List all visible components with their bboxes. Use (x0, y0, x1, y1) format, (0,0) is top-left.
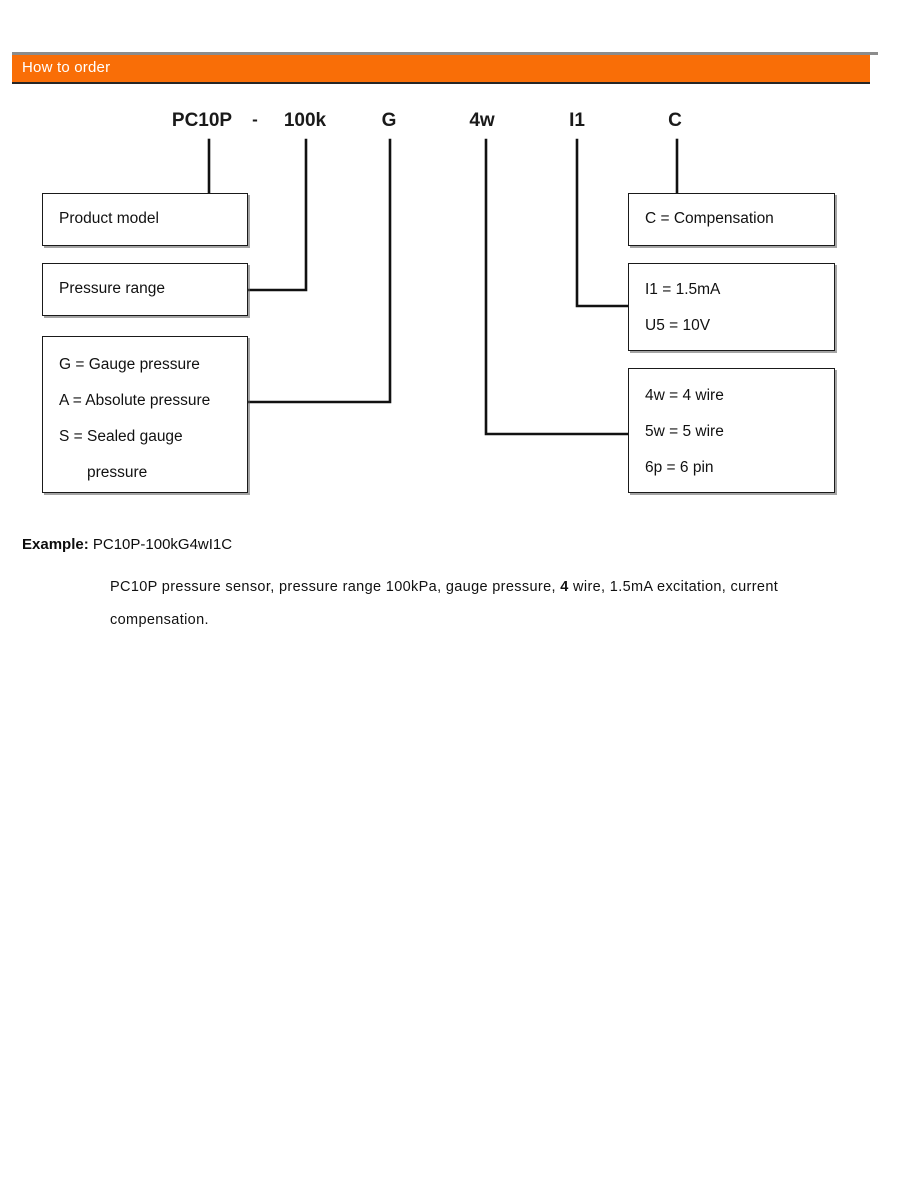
example-description-post: wire, 1.5mA excitation, current compensa… (110, 579, 779, 628)
code-token-separator: - (252, 110, 258, 129)
wire-pressure-range (246, 138, 308, 292)
code-token-compensation: C (668, 110, 682, 131)
box-compensation-line-1: C = Compensation (645, 210, 774, 227)
code-token-excitation: I1 (569, 110, 585, 131)
order-code-row: PC10P - 100k G 4w I1 C (0, 110, 898, 140)
example-description-bold: 4 (560, 579, 569, 595)
header-top-rule (12, 52, 878, 55)
code-token-connection: 4w (469, 110, 495, 131)
box-pressure-type-line-2: A = Absolute pressure (59, 392, 211, 409)
page-title: How to order (22, 59, 111, 76)
example-heading: Example: PC10P-100kG4wI1C (22, 536, 882, 553)
box-pressure-range: Pressure range (42, 263, 248, 316)
box-pressure-range-line-1: Pressure range (59, 280, 165, 297)
box-connection-line-2: 5w = 5 wire (645, 423, 724, 440)
box-excitation-line-2: U5 = 10V (645, 317, 711, 334)
wire-connection (484, 138, 631, 436)
wire-pressure-type (247, 138, 392, 404)
box-pressure-type-line-1: G = Gauge pressure (59, 356, 200, 373)
example-code: PC10P-100kG4wI1C (92, 536, 233, 553)
wire-excitation (575, 138, 631, 308)
code-token-pressure-range: 100k (283, 110, 327, 131)
section-header-bar: How to order (12, 55, 870, 82)
box-connection-line-1: 4w = 4 wire (645, 387, 724, 404)
box-pressure-type: G = Gauge pressure A = Absolute pressure… (42, 336, 248, 493)
example-description: PC10P pressure sensor, pressure range 10… (110, 571, 880, 637)
header-bottom-rule (12, 82, 870, 84)
box-pressure-type-line-3: S = Sealed gauge (59, 428, 183, 445)
box-product-model: Product model (42, 193, 248, 246)
box-compensation: C = Compensation (628, 193, 835, 246)
example-description-pre: PC10P pressure sensor, pressure range 10… (110, 579, 561, 595)
code-token-product-model: PC10P (171, 110, 233, 131)
box-product-model-line-1: Product model (59, 210, 159, 227)
box-pressure-type-line-4: pressure (87, 464, 148, 481)
box-excitation: I1 = 1.5mA U5 = 10V (628, 263, 835, 351)
code-token-pressure-type: G (381, 110, 397, 131)
example-block: Example: PC10P-100kG4wI1C PC10P pressure… (22, 536, 882, 652)
box-excitation-line-1: I1 = 1.5mA (645, 281, 721, 298)
box-connection-line-3: 6p = 6 pin (645, 459, 714, 476)
box-connection: 4w = 4 wire 5w = 5 wire 6p = 6 pin (628, 368, 835, 493)
example-label: Example: (22, 536, 89, 553)
